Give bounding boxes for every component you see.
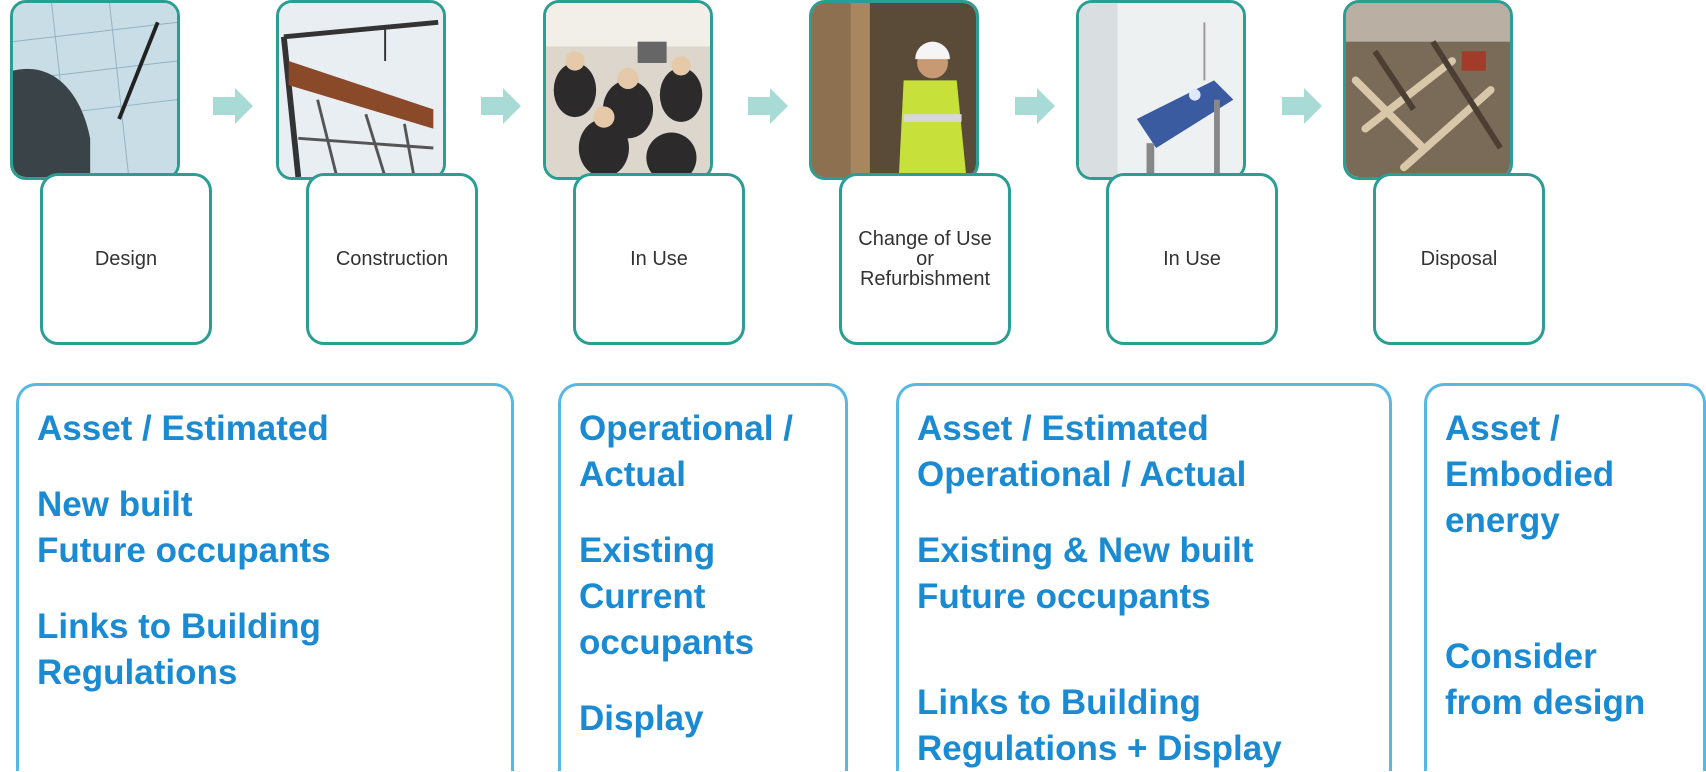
stage-label: Change of Use or Refurbishment: [858, 228, 992, 290]
stage-label-card: Disposal: [1373, 173, 1545, 345]
info-paragraph: Links to Building Regulations: [37, 607, 321, 692]
design-blueprint-photo: [10, 0, 180, 180]
stage-label-card: Change of Use or Refurbishment: [839, 173, 1011, 345]
arrow-right-icon: [481, 88, 521, 124]
info-paragraph: Asset / Estimated: [37, 409, 329, 448]
info-box-disposal: Asset / Embodied energy Consider from de…: [1424, 383, 1706, 771]
office-occupants-photo: [543, 0, 713, 180]
stage-label: Disposal: [1420, 248, 1498, 270]
demolition-rubble-photo: [1343, 0, 1513, 180]
hospital-room-photo: [1076, 0, 1246, 180]
info-paragraph: Asset / Embodied energy: [1445, 409, 1615, 540]
info-paragraph: New built Future occupants: [37, 485, 331, 570]
construction-crane-photo: [276, 0, 446, 180]
stage-label-card: Design: [40, 173, 212, 345]
stage-label: Construction: [335, 248, 449, 270]
info-paragraph: Consider from design: [1445, 637, 1646, 722]
arrow-right-icon: [213, 88, 253, 124]
stage-label-card: In Use: [1106, 173, 1278, 345]
info-box-in-use: Operational / Actual Existing Current oc…: [558, 383, 848, 771]
stage-label-card: Construction: [306, 173, 478, 345]
info-box-design-construction: Asset / Estimated New built Future occup…: [16, 383, 514, 771]
refurbishment-worker-photo: [809, 0, 979, 180]
arrow-right-icon: [748, 88, 788, 124]
stage-label: In Use: [630, 248, 688, 270]
info-paragraph: Display: [579, 699, 704, 738]
info-paragraph: Asset / Estimated Operational / Actual: [917, 409, 1247, 494]
stage-label: Design: [94, 248, 158, 270]
info-box-refurbishment: Asset / Estimated Operational / Actual E…: [896, 383, 1392, 771]
info-paragraph: Existing Current occupants: [579, 531, 755, 662]
stage-label-card: In Use: [573, 173, 745, 345]
arrow-right-icon: [1282, 88, 1322, 124]
info-paragraph: Links to Building Regulations + Display: [917, 683, 1282, 768]
info-paragraph: Operational / Actual: [579, 409, 793, 494]
arrow-right-icon: [1015, 88, 1055, 124]
info-paragraph: Existing & New built Future occupants: [917, 531, 1254, 616]
stage-label: In Use: [1163, 248, 1221, 270]
